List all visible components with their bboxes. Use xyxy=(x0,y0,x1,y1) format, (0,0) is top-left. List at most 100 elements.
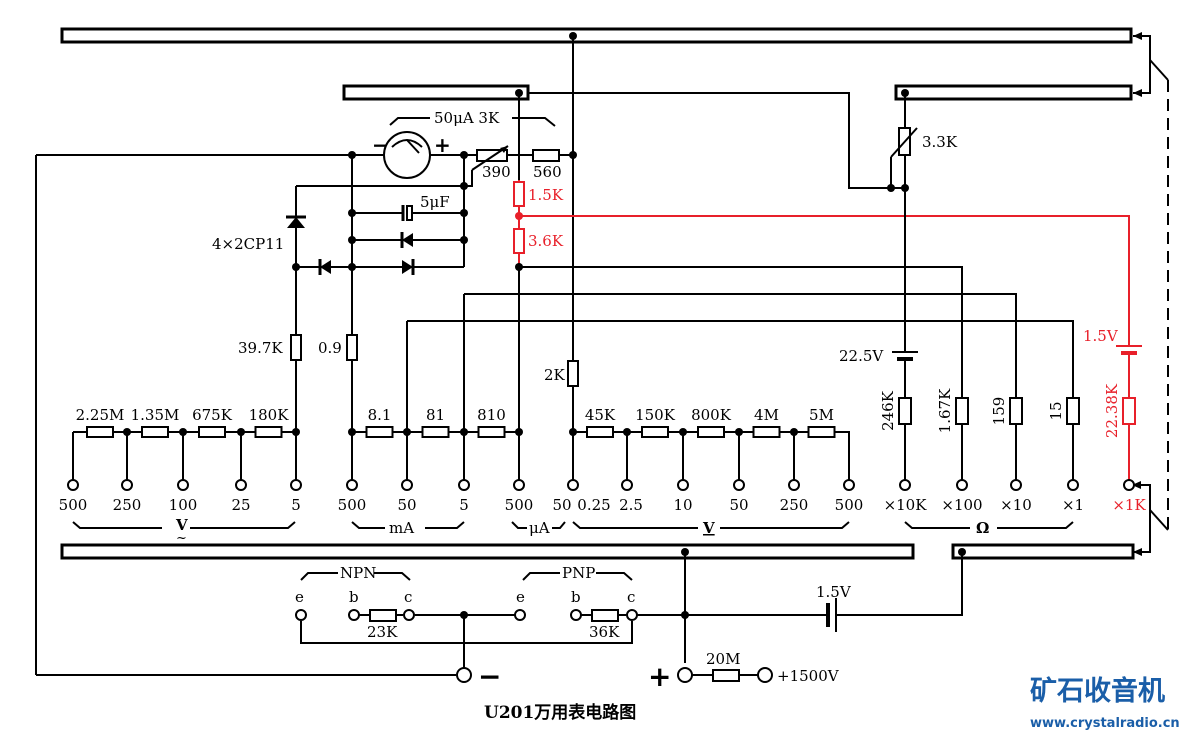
ac-resistor xyxy=(254,426,283,438)
pnp-socket: PNP e b c 36K xyxy=(516,564,635,641)
ac-group-sub: ~ xyxy=(176,531,187,546)
ac-voltage-terminal[interactable] xyxy=(177,479,189,491)
dc-resistor xyxy=(752,426,781,438)
negative-jack-label: − xyxy=(478,660,501,693)
transistor-socket-pin[interactable] xyxy=(403,609,415,621)
pnp-pin-e: e xyxy=(516,588,525,606)
ac-voltage-terminal[interactable] xyxy=(290,479,302,491)
transistor-socket-pin[interactable] xyxy=(348,609,360,621)
positive-jack-label: + xyxy=(648,660,671,693)
ma-resistor-label: 81 xyxy=(426,406,445,424)
positive-jack[interactable] xyxy=(677,667,693,683)
switch-bar-meter xyxy=(342,84,530,101)
ohm-resistor xyxy=(1009,397,1023,425)
current-ua-terminal-label: 50 xyxy=(552,496,571,514)
npn-pin-c: c xyxy=(404,588,412,606)
ohm-resistor-label: 1.67K xyxy=(936,388,954,433)
current-ua-terminal[interactable] xyxy=(567,479,579,491)
ohm-resistor xyxy=(955,397,969,425)
ohm-terminal-label: ×1 xyxy=(1062,496,1084,514)
dc-group-label: V xyxy=(702,519,715,537)
dc-voltage-terminal-label: 10 xyxy=(673,496,692,514)
ac-resistor xyxy=(141,426,169,438)
ohm-adj-label: 3.3K xyxy=(922,133,958,151)
ohm-terminal-label: ×1K xyxy=(1112,496,1146,514)
ohm-terminal[interactable] xyxy=(899,479,911,491)
hv-jack[interactable] xyxy=(757,667,773,683)
meter-plus: + xyxy=(434,133,451,157)
ac-resistor xyxy=(198,426,226,438)
dc-voltage-terminal-label: 500 xyxy=(835,496,864,514)
pnp-res-label: 36K xyxy=(589,623,620,641)
transistor-socket-pin[interactable] xyxy=(570,609,582,621)
switch-bar-bottom-left xyxy=(60,543,915,560)
switch-bar-top xyxy=(60,27,1133,44)
dc-resistor-label: 800K xyxy=(691,406,732,424)
ohm-group-label: Ω xyxy=(976,519,989,537)
ua-group-label: μA xyxy=(529,519,550,537)
battery-low-label: 1.5V xyxy=(1083,327,1119,345)
transistor-socket-pin[interactable] xyxy=(295,609,307,621)
pnp-label: PNP xyxy=(562,564,595,582)
transistor-socket-pin[interactable] xyxy=(626,609,638,621)
dc-resistor xyxy=(697,426,725,438)
ohm-resistor xyxy=(1066,397,1080,425)
pnp-pin-b: b xyxy=(571,588,581,606)
transistor-socket-pin[interactable] xyxy=(514,609,526,621)
trimmer-label: 390 xyxy=(482,163,511,181)
current-ma-terminal[interactable] xyxy=(401,479,413,491)
ohm-terminal[interactable] xyxy=(1067,479,1079,491)
pnp-pin-c: c xyxy=(627,588,635,606)
shunt-res-label: 0.9 xyxy=(318,339,342,357)
dc-voltage-terminal-label: 50 xyxy=(729,496,748,514)
series-res-label: 560 xyxy=(533,163,562,181)
div-lower-label: 3.6K xyxy=(528,232,564,250)
dc-voltage-terminal[interactable] xyxy=(677,479,689,491)
ac-resistor-label: 675K xyxy=(192,406,233,424)
hv-res-label: 20M xyxy=(706,650,740,668)
ac-voltage-terminal[interactable] xyxy=(67,479,79,491)
npn-pin-b: b xyxy=(349,588,359,606)
battery-high-label: 22.5V xyxy=(839,347,884,365)
ac-resistor-label: 1.35M xyxy=(131,406,180,424)
group-brackets: V ~ mA μA V Ω xyxy=(72,516,1074,546)
current-ma-terminal-label: 500 xyxy=(338,496,367,514)
dc-voltage-terminal[interactable] xyxy=(733,479,745,491)
current-ma-terminal[interactable] xyxy=(346,479,358,491)
ohm-terminal[interactable] xyxy=(956,479,968,491)
ohm-terminal[interactable] xyxy=(1010,479,1022,491)
ac-resistor-label: 2.25M xyxy=(76,406,125,424)
ohm-terminal[interactable] xyxy=(1123,479,1135,491)
npn-res-label: 23K xyxy=(367,623,398,641)
current-ma-terminal[interactable] xyxy=(458,479,470,491)
ac-voltage-terminal[interactable] xyxy=(121,479,133,491)
ac-voltage-terminal-label: 250 xyxy=(113,496,142,514)
dc-voltage-terminal[interactable] xyxy=(788,479,800,491)
dc-resistor-label: 150K xyxy=(635,406,676,424)
current-ua-terminal[interactable] xyxy=(513,479,525,491)
switch-bar-ohm-adjust xyxy=(894,84,1133,101)
npn-label: NPN xyxy=(340,564,376,582)
ac-voltage-terminal-label: 500 xyxy=(59,496,88,514)
watermark-url: www.crystalradio.cn xyxy=(1030,716,1180,731)
dc-resistor xyxy=(586,426,614,438)
meter-minus: − xyxy=(372,133,389,157)
current-ma-terminal-label: 50 xyxy=(397,496,416,514)
dc-voltage-terminal[interactable] xyxy=(843,479,855,491)
ma-resistor xyxy=(421,426,450,438)
ohm-resistor xyxy=(1122,397,1136,425)
dc-resistor xyxy=(641,426,669,438)
diodes-label: 4×2CP11 xyxy=(212,235,284,253)
dc-voltage-terminal-label: 0.25 xyxy=(577,496,610,514)
current-ma-terminal-label: 5 xyxy=(459,496,469,514)
ac-res-label: 39.7K xyxy=(238,339,283,357)
negative-jack[interactable] xyxy=(456,667,472,683)
capacitor-label: 5μF xyxy=(420,193,450,211)
ac-voltage-terminal-label: 25 xyxy=(231,496,250,514)
dc-voltage-terminal[interactable] xyxy=(621,479,633,491)
dc-voltage-terminal-label: 2.5 xyxy=(619,496,643,514)
ac-voltage-terminal[interactable] xyxy=(235,479,247,491)
ohm-terminal-label: ×10K xyxy=(884,496,928,514)
watermark-brand: 矿石收音机 xyxy=(1030,675,1165,707)
